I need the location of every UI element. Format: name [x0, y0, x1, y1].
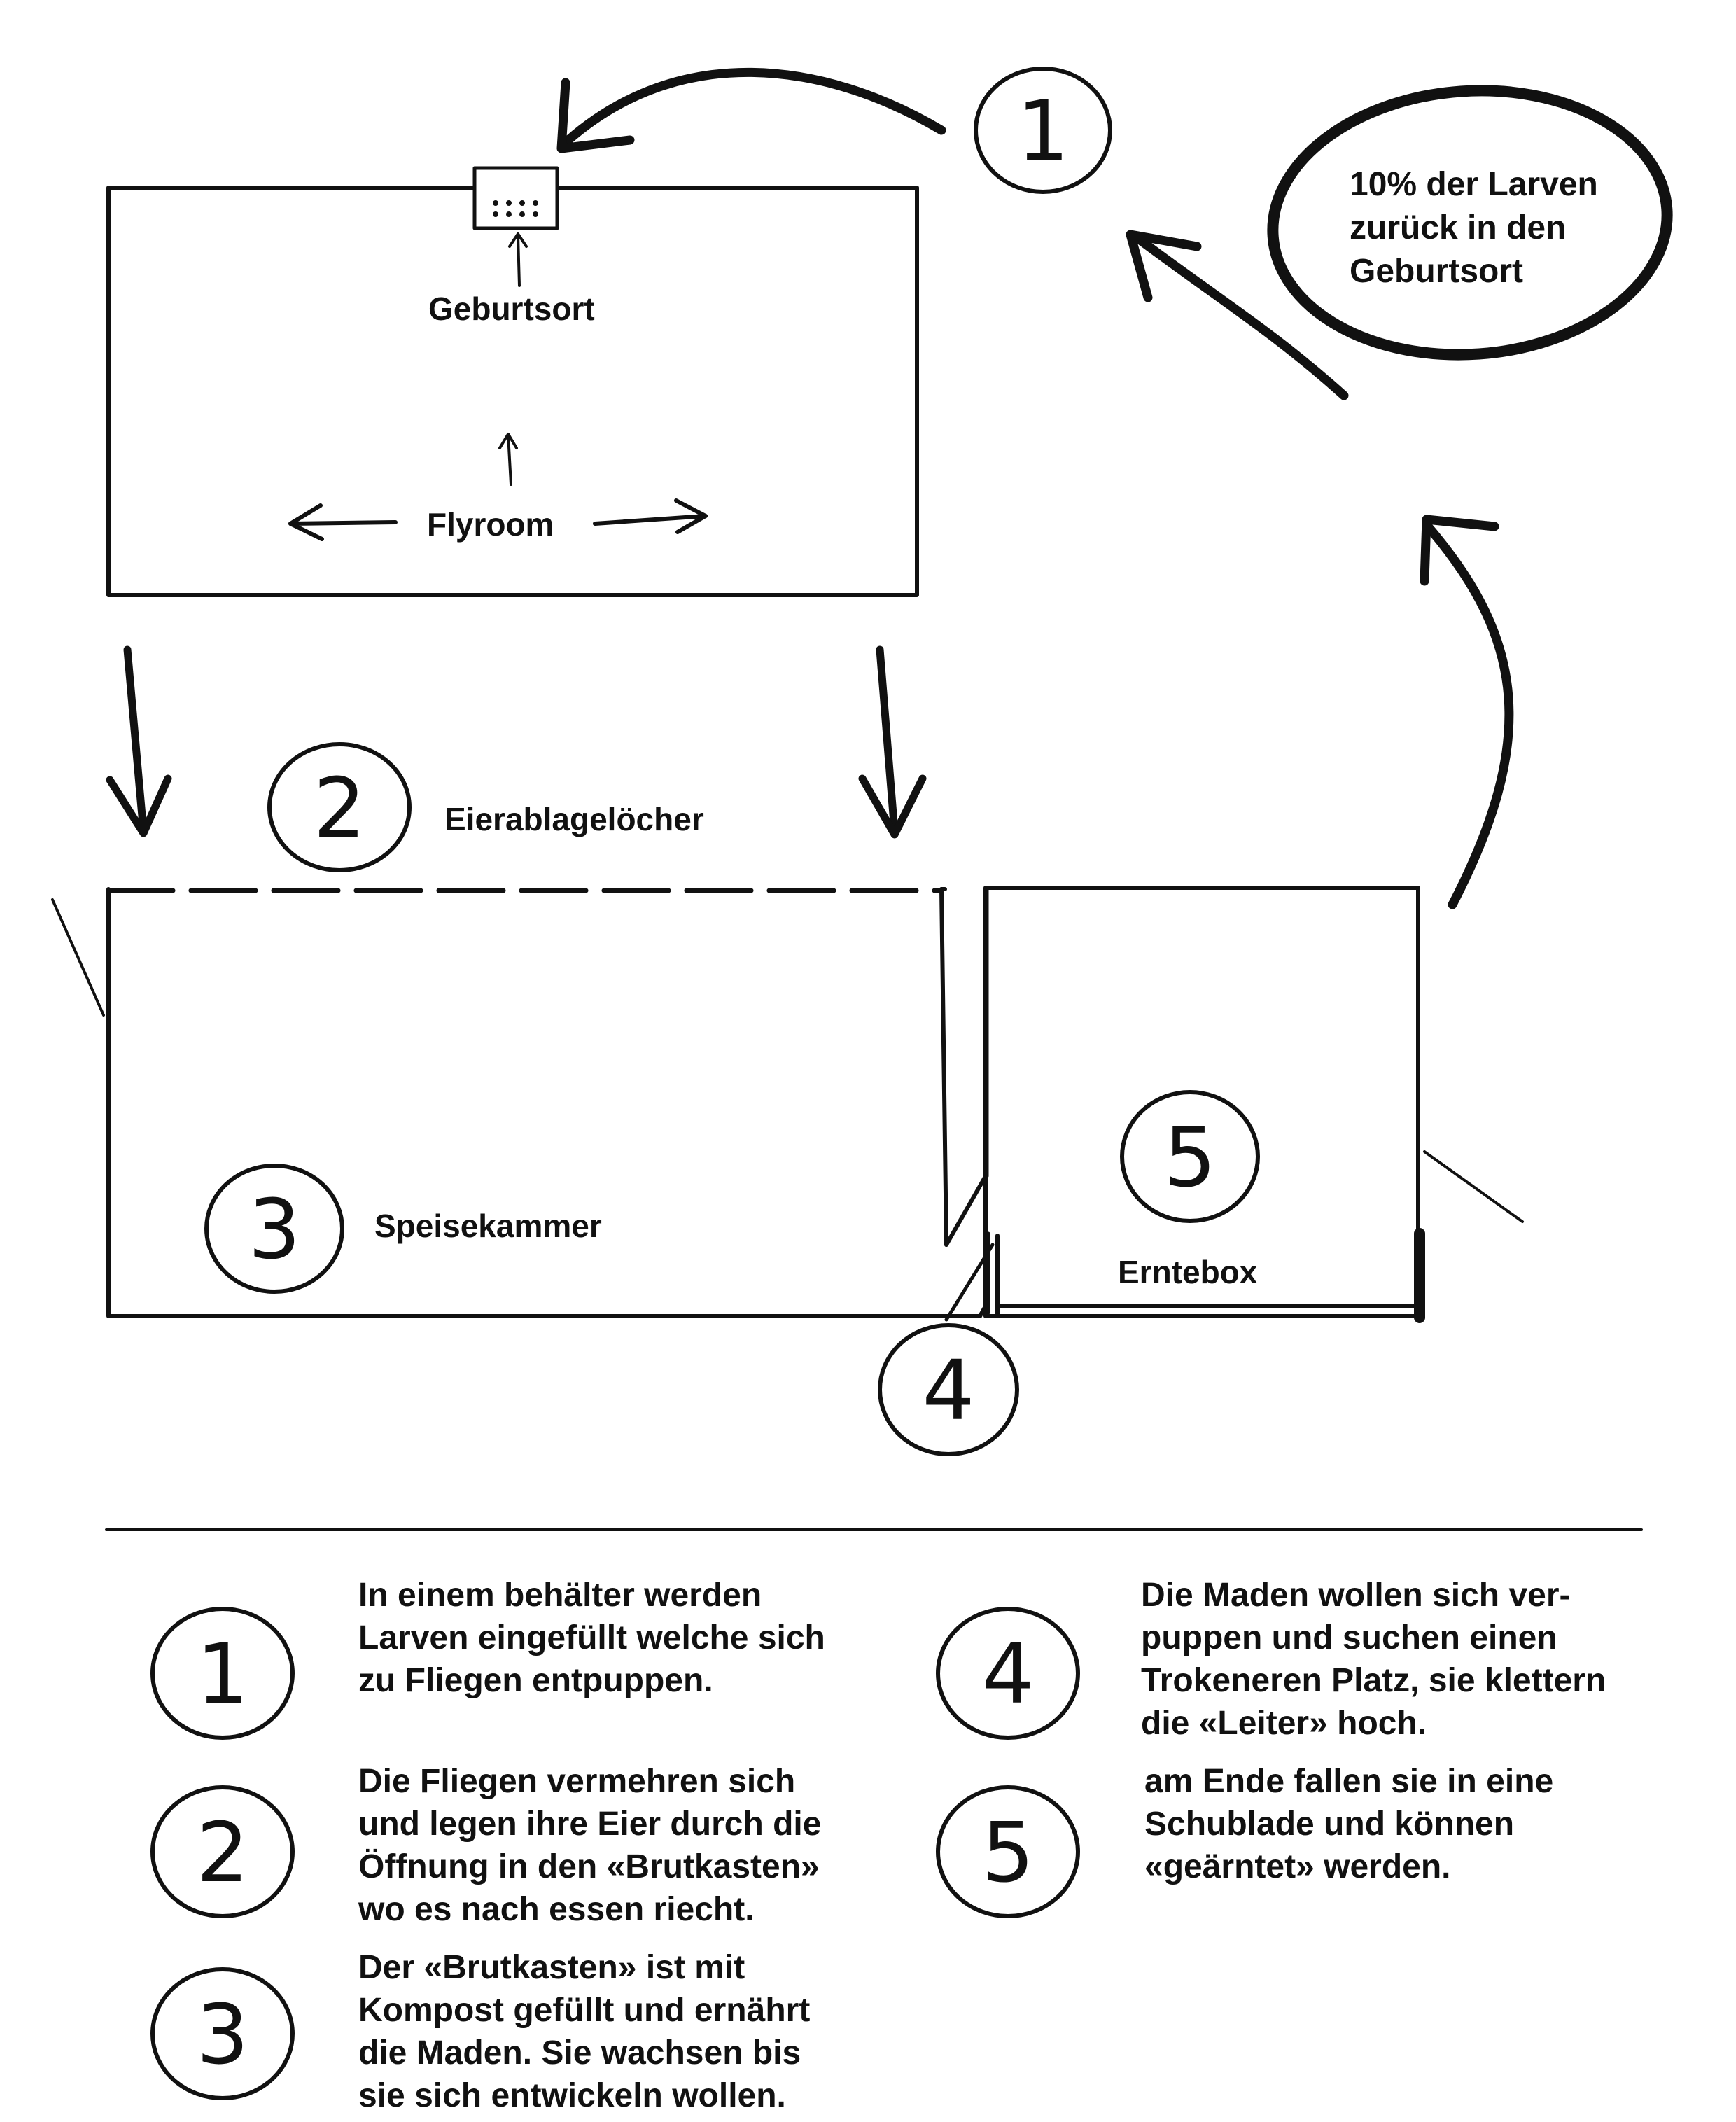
step-number-4: 4 — [922, 1342, 974, 1439]
legend-line: am Ende fallen sie in eine — [1144, 1763, 1554, 1800]
step-circle-4 — [878, 1323, 1019, 1456]
step-number-5: 5 — [1163, 1109, 1216, 1206]
note-bubble — [1267, 85, 1673, 361]
legend-line: die «Leiter» hoch. — [1141, 1705, 1427, 1742]
arrow-flyroom-down-right — [858, 645, 927, 839]
legend-line: Kompost gefüllt und ernährt — [358, 1992, 811, 2029]
flyroom-up-arrow — [498, 433, 518, 486]
flyroom-right-arrow — [593, 498, 708, 534]
label-pantry: Speisekammer — [374, 1208, 602, 1244]
legend-text-1: In einem behälter werden Larven eingefül… — [358, 1574, 825, 1702]
legend-circle-4 — [936, 1607, 1080, 1740]
label-birthplace: Geburtsort — [428, 291, 595, 327]
step-circle-2 — [267, 742, 412, 872]
bubble-note-line: 10% der Larven — [1350, 166, 1598, 203]
step-number-3: 3 — [248, 1181, 300, 1278]
step-circle-3 — [204, 1164, 344, 1294]
birthplace-pointer-arrow — [508, 232, 528, 287]
legend-line: die Maden. Sie wachsen bis — [358, 2034, 802, 2072]
harvest-box — [983, 886, 1422, 1318]
legend-circle-2 — [150, 1785, 295, 1918]
legend-number-4: 4 — [981, 1626, 1034, 1722]
legend-line: Larven eingefüllt welche sich — [358, 1619, 825, 1656]
harvest-side-lid — [1423, 1150, 1524, 1223]
birthplace-container — [472, 166, 559, 230]
legend-number-1: 1 — [196, 1626, 248, 1722]
step-circle-1 — [974, 67, 1112, 194]
bubble-note-line: Geburtsort — [1350, 253, 1524, 290]
legend-line: sie sich entwickeln wollen. — [358, 2077, 786, 2114]
legend-text-3: Der «Brutkasten» ist mit Kompost gefüllt… — [358, 1946, 810, 2117]
legend-circle-3 — [150, 1967, 295, 2100]
bubble-note-line: zurück in den — [1350, 209, 1567, 246]
legend-number-2: 2 — [196, 1804, 248, 1901]
arrow-step1-to-flyroom — [556, 67, 946, 153]
legend-line: Die Fliegen vermehren sich — [358, 1763, 796, 1800]
pantry-side-lid — [51, 898, 105, 1017]
legend-line: Der «Brutkasten» ist mit — [358, 1949, 746, 1986]
legend-line: zu Fliegen entpuppen. — [358, 1662, 713, 1699]
legend-line: Schublade und können — [1144, 1806, 1515, 1843]
legend-line: puppen und suchen einen — [1141, 1619, 1558, 1656]
legend-line: und legen ihre Eier durch die — [358, 1806, 822, 1843]
arrow-flyroom-down-left — [106, 645, 172, 837]
legend-text-5: am Ende fallen sie in eine Schublade und… — [1144, 1760, 1553, 1888]
label-egg-holes: Eierablagelöcher — [444, 801, 704, 837]
legend-circle-1 — [150, 1607, 295, 1740]
legend-line: wo es nach essen riecht. — [358, 1891, 755, 1928]
legend-line: Öffnung in den «Brutkasten» — [358, 1848, 820, 1885]
step-circle-5 — [1120, 1090, 1260, 1223]
flyroom-left-arrow — [288, 503, 398, 541]
legend-number-3: 3 — [196, 1986, 248, 2083]
legend-line: In einem behälter werden — [358, 1577, 762, 1614]
step-number-1: 1 — [1016, 83, 1069, 179]
bubble-note: 10% der Larven zurück in den Geburtsort — [1350, 163, 1598, 293]
legend-number-5: 5 — [981, 1804, 1034, 1901]
legend-text-2: Die Fliegen vermehren sich und legen ihr… — [358, 1760, 821, 1931]
larvae-dots — [493, 200, 538, 217]
arrow-bubble-to-step1 — [1126, 230, 1349, 400]
label-flyroom: Flyroom — [427, 506, 554, 543]
legend-line: «geärntet» werden. — [1144, 1848, 1451, 1885]
legend-line: Die Maden wollen sich ver- — [1141, 1577, 1571, 1614]
arrow-harvest-return — [1420, 515, 1514, 909]
legend-circle-5 — [936, 1785, 1080, 1918]
legend-line: Trokeneren Platz, sie klettern — [1141, 1662, 1606, 1699]
label-harvest-box: Erntebox — [1118, 1254, 1258, 1290]
pantry-box — [106, 887, 989, 1318]
legend-text-4: Die Maden wollen sich ver- puppen und su… — [1141, 1574, 1606, 1745]
step-number-2: 2 — [313, 760, 365, 856]
